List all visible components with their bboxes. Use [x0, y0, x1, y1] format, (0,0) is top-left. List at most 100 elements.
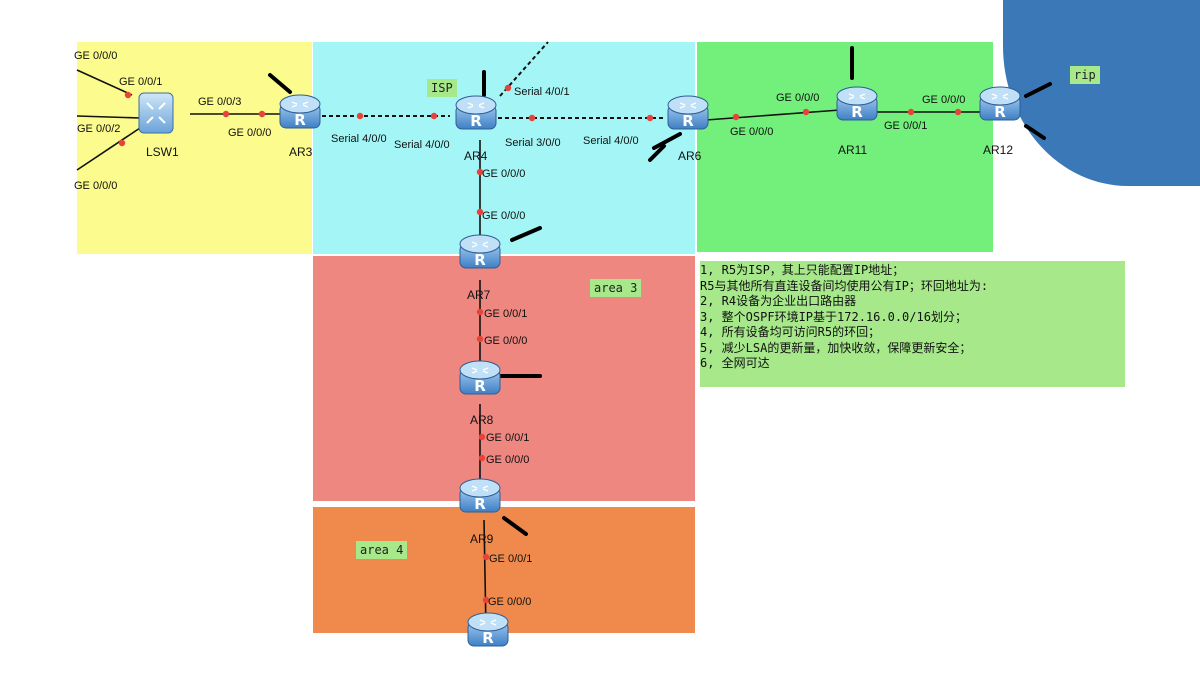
router-letter: R — [294, 111, 306, 129]
note-line: 2, R4设备为企业出口路由器 — [700, 294, 857, 308]
router-icon: R — [459, 478, 501, 513]
port-label: GE 0/0/1 — [119, 76, 163, 88]
port-dot — [118, 139, 126, 147]
port-label: GE 0/0/0 — [482, 210, 526, 222]
stub-line — [1024, 124, 1046, 140]
stub-line — [1024, 82, 1052, 98]
port-dot — [504, 84, 512, 92]
lsw1-label: LSW1 — [146, 145, 179, 159]
port-dot — [476, 168, 484, 176]
port-dot — [478, 454, 486, 462]
link-line — [76, 127, 141, 171]
router-icon: R — [836, 86, 878, 121]
port-label: Serial 4/0/1 — [514, 86, 570, 98]
ar3-label: AR3 — [289, 145, 313, 159]
port-label: GE 0/0/0 — [776, 92, 820, 104]
port-dot — [732, 113, 740, 121]
port-label: GE 0/0/0 — [488, 596, 532, 608]
router-letter: R — [474, 377, 486, 395]
switch-icon — [138, 92, 174, 134]
isp-tag: ISP — [427, 79, 457, 97]
port-label: Serial 4/0/0 — [583, 135, 639, 147]
note-line: R5与其他所有直连设备间均使用公有IP；环回地址为: — [700, 278, 989, 293]
stub-line — [648, 144, 666, 162]
port-label: GE 0/0/0 — [730, 126, 774, 138]
link-line — [76, 115, 141, 119]
router-letter: R — [470, 112, 482, 130]
ar8-label: AR8 — [470, 413, 494, 427]
router-letter: R — [474, 251, 486, 269]
port-label: GE 0/0/3 — [198, 96, 242, 108]
port-dot — [476, 335, 484, 343]
router-icon: R — [459, 360, 501, 395]
port-label: GE 0/0/0 — [922, 94, 966, 106]
port-label: GE 0/0/0 — [482, 168, 526, 180]
requirements-note: 1, R5为ISP，其上只能配置IP地址； R5与其他所有直连设备间均使用公有I… — [700, 261, 1125, 387]
port-dot — [482, 553, 490, 561]
port-label: GE 0/0/1 — [489, 553, 533, 565]
port-dot — [430, 112, 438, 120]
port-dot — [124, 91, 132, 99]
router-icon: R — [667, 95, 709, 130]
router-letter: R — [851, 103, 863, 121]
port-label: GE 0/0/0 — [228, 127, 272, 139]
port-label: Serial 3/0/0 — [505, 137, 561, 149]
note-line: 4, 所有设备均可访问R5的环回； — [700, 325, 881, 339]
port-dot — [258, 110, 266, 118]
rip-tag: rip — [1070, 66, 1100, 84]
router-letter: R — [682, 112, 694, 130]
port-label: GE 0/0/0 — [484, 335, 528, 347]
port-label: Serial 4/0/0 — [394, 139, 450, 151]
port-dot — [478, 433, 486, 441]
router-icon: R — [467, 612, 509, 647]
port-dot — [907, 108, 915, 116]
ar4-label: AR4 — [464, 149, 488, 163]
link-line — [76, 69, 133, 96]
port-dot — [476, 208, 484, 216]
port-label: GE 0/0/1 — [486, 432, 530, 444]
stub-line — [510, 226, 542, 242]
stub-line — [502, 516, 528, 536]
zone-area4 — [313, 507, 695, 633]
ar12-label: AR12 — [983, 143, 1014, 157]
ar6-label: AR6 — [678, 149, 702, 163]
port-label: Serial 4/0/0 — [331, 133, 387, 145]
port-dot — [528, 114, 536, 122]
area4-tag: area 4 — [356, 541, 408, 559]
port-dot — [646, 114, 654, 122]
port-label: GE 0/0/0 — [486, 454, 530, 466]
port-label: GE 0/0/0 — [74, 50, 118, 62]
note-line: 5, 减少LSA的更新量，加快收敛，保障更新安全； — [700, 340, 972, 355]
area3-tag: area 3 — [590, 279, 642, 297]
port-label: GE 0/0/2 — [77, 123, 121, 135]
port-dot — [476, 308, 484, 316]
router-icon: R — [279, 94, 321, 129]
link-line — [483, 519, 487, 631]
stub-line — [268, 73, 292, 94]
router-icon: R — [459, 234, 501, 269]
ar7-label: AR7 — [467, 288, 491, 302]
ar11-label: AR11 — [838, 143, 868, 157]
port-label: GE 0/0/0 — [74, 180, 118, 192]
link-line — [705, 109, 841, 121]
note-line: 1, R5为ISP，其上只能配置IP地址； — [700, 263, 905, 277]
serial-link — [499, 41, 549, 97]
port-dot — [222, 110, 230, 118]
note-line: 3, 整个OSPF环境IP基于172.16.0.0/16划分； — [700, 309, 967, 324]
router-icon: R — [979, 86, 1021, 121]
port-label: GE 0/0/1 — [884, 120, 928, 132]
port-dot — [482, 596, 490, 604]
zone-green — [697, 42, 993, 252]
stub-line — [652, 132, 682, 150]
port-label: GE 0/0/1 — [484, 308, 528, 320]
note-line: 6, 全网可达 — [700, 356, 770, 370]
port-dot — [954, 108, 962, 116]
router-letter: R — [482, 629, 494, 647]
zone-cyan — [313, 42, 695, 254]
port-dot — [802, 108, 810, 116]
router-letter: R — [474, 495, 486, 513]
ar9-label: AR9 — [470, 532, 494, 546]
port-dot — [356, 112, 364, 120]
